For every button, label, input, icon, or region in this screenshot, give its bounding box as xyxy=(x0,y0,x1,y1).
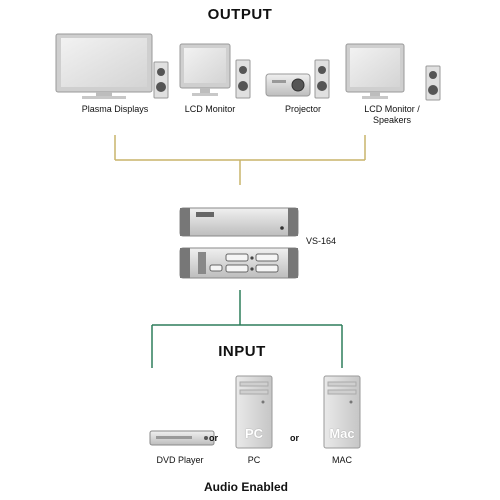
input-label-mac: MAC xyxy=(332,455,352,465)
speaker-icon xyxy=(235,59,251,99)
output-connector-lines xyxy=(114,135,366,185)
output-heading: OUTPUT xyxy=(207,6,273,23)
switch-model-label: VS-164 xyxy=(306,236,337,246)
input-connector-lines xyxy=(151,290,343,368)
dvd-player-icon xyxy=(149,430,215,446)
lcd-monitor-icon xyxy=(179,43,231,96)
vs164-front-unit-icon xyxy=(179,207,299,237)
vs164-rear-unit-icon xyxy=(179,247,299,279)
input-heading: INPUT xyxy=(218,343,266,360)
projector-icon xyxy=(265,73,311,97)
output-label-lcd-monitor-speakers-line1: LCD Monitor / xyxy=(364,104,420,114)
pc-badge: PC xyxy=(244,426,264,441)
input-label-dvd-player: DVD Player xyxy=(156,455,204,465)
output-label-lcd-monitor: LCD Monitor xyxy=(184,104,236,114)
pc-tower-icon xyxy=(235,375,273,449)
plasma-display-icon xyxy=(55,33,153,99)
output-label-plasma-displays: Plasma Displays xyxy=(81,104,149,114)
speaker-icon xyxy=(153,61,169,99)
output-label-lcd-monitor-speakers-line2: Speakers xyxy=(372,115,412,125)
audio-enabled-footer: Audio Enabled xyxy=(204,480,288,494)
lcd-monitor-speakers-icon xyxy=(345,43,405,99)
mac-tower-icon xyxy=(323,375,361,449)
or-text: or xyxy=(290,433,299,443)
speaker-icon xyxy=(314,59,330,99)
speaker-icon xyxy=(425,65,441,101)
mac-badge: Mac xyxy=(329,426,355,441)
or-text: or xyxy=(209,433,218,443)
output-label-projector: Projector xyxy=(284,104,321,114)
input-label-pc: PC xyxy=(247,455,261,465)
